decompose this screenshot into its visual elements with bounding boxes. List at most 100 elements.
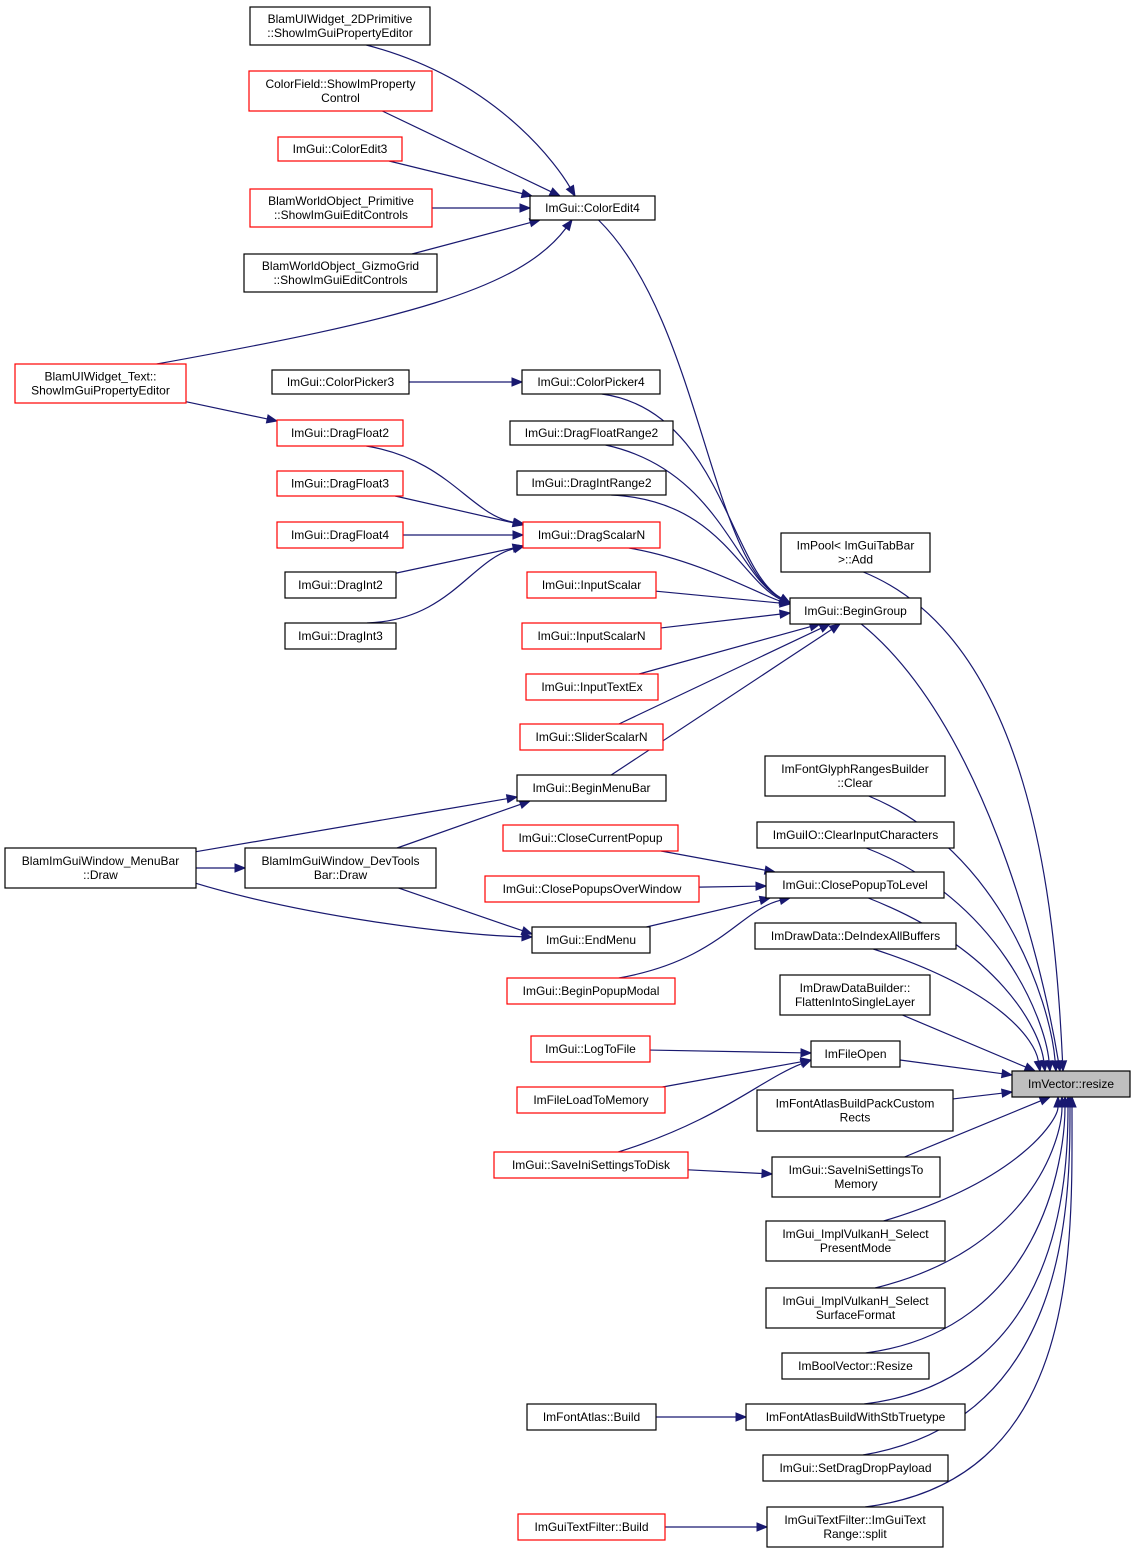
node-label: ImGui::SliderScalarN [535,730,647,744]
function-node[interactable]: ImGui::CloseCurrentPopup [502,824,679,852]
function-node[interactable]: ImGui::LogToFile [530,1035,651,1063]
function-node[interactable]: ImGuiIO::ClearInputCharacters [756,821,955,849]
function-node[interactable]: BlamWorldObject_GizmoGrid::ShowImGuiEdit… [243,253,438,293]
function-node[interactable]: ImGui::ColorPicker4 [521,369,661,395]
function-node[interactable]: ImGui::DragInt2 [284,571,397,599]
function-node[interactable]: ImGui::SetDragDropPayload [762,1454,949,1482]
node-label: ImBoolVector::Resize [798,1359,913,1373]
function-node[interactable]: BlamImGuiWindow_MenuBar::Draw [4,847,197,889]
node-box [276,470,404,497]
node-box [14,363,187,404]
edge-line [655,590,781,604]
function-node[interactable]: ImFontGlyphRangesBuilder::Clear [764,755,946,797]
node-label: ImGui::DragFloat4 [291,528,389,542]
edge-n26-to-n32 [195,882,534,942]
node-box [521,369,661,395]
edge-line [660,850,766,871]
function-node[interactable]: ImGui::SliderScalarN [519,723,664,751]
function-node[interactable]: ImDrawDataBuilder::FlattenIntoSingleLaye… [779,974,931,1016]
node-box [765,1220,946,1262]
function-node[interactable]: ImGui::BeginGroup [789,597,922,625]
function-node[interactable]: ImFontAtlasBuildWithStbTruetype [745,1403,966,1431]
function-node[interactable]: ImGui::ColorEdit4 [529,195,656,221]
function-node[interactable]: ImGui::SaveIniSettingsToDisk [493,1151,689,1179]
node-box [284,571,397,599]
edge-line [382,110,552,193]
root-function-node[interactable]: ImVector::resize [1011,1070,1131,1098]
node-box [506,977,676,1005]
node-box [779,974,931,1016]
function-node[interactable]: ImGui::DragFloatRange2 [509,420,674,446]
function-node[interactable]: ImGuiTextFilter::Build [517,1513,666,1541]
edge-line [874,1106,1063,1289]
edge-line [687,1169,763,1175]
function-node[interactable]: ImGui::DragFloat4 [276,521,404,549]
node-box [249,188,433,228]
node-label: ImGui::InputTextEx [541,680,642,694]
arrowhead-icon [779,598,792,608]
edge-n24-to-n23 [610,623,842,776]
function-node[interactable]: ImGui::ClosePopupToLevel [765,871,945,899]
node-label: Bar::Draw [314,868,368,882]
node-label: ImGui::ColorPicker4 [537,375,645,389]
function-node[interactable]: ImGui::ColorEdit3 [277,136,403,162]
function-node[interactable]: ImGui::ColorPicker3 [271,369,410,395]
edge-n19-to-n23 [660,609,792,629]
function-node[interactable]: BlamUIWidget_Text::ShowImGuiPropertyEdit… [14,363,187,404]
function-node[interactable]: ImGui::DragIntRange2 [516,470,667,496]
node-label: ImGui::EndMenu [546,933,636,947]
edge-line [883,1106,1059,1222]
arrowhead-icon [761,1168,774,1179]
arrowhead-icon [1038,1096,1052,1106]
function-node[interactable]: ImGui::DragInt3 [284,622,397,650]
function-node[interactable]: ImFileOpen [810,1040,901,1068]
node-box [526,571,657,599]
function-node[interactable]: ImGui::BeginMenuBar [516,774,667,802]
function-node[interactable]: ImGui::InputScalar [526,571,657,599]
function-node[interactable]: ImGui::DragScalarN [522,521,661,549]
arrowhead-icon [1050,1060,1060,1073]
function-node[interactable]: ImBoolVector::Resize [781,1352,930,1380]
node-box [766,1506,944,1548]
function-node[interactable]: BlamUIWidget_2DPrimitive::ShowImGuiPrope… [249,6,431,46]
edge-line [366,547,515,624]
arrowhead-icon [505,794,519,804]
function-node[interactable]: ImGui::DragFloat3 [276,470,404,497]
function-node[interactable]: ImGui::InputTextEx [525,673,659,701]
arrowhead-icon [512,530,525,540]
function-node[interactable]: ImPool< ImGuiTabBar>::Add [780,532,931,573]
node-label: ImGui::ColorEdit4 [545,201,640,215]
node-box [756,1089,954,1132]
arrowhead-icon [755,881,768,891]
node-box [516,774,667,802]
edge-n26-to-n27 [196,863,247,873]
function-node[interactable]: ImGui::BeginPopupModal [506,977,676,1005]
edge-line [394,495,514,524]
function-node[interactable]: ImFontAtlas::Build [526,1403,657,1431]
arrowhead-icon [1033,1059,1044,1073]
node-label: ImGui::BeginMenuBar [532,781,650,795]
node-label: BlamUIWidget_Text:: [44,370,156,384]
edge-n50-to-n38 [865,1095,1077,1508]
function-node[interactable]: ImGui::ClosePopupsOverWindow [484,875,700,903]
node-label: Memory [834,1177,877,1191]
function-node[interactable]: BlamWorldObject_Primitive::ShowImGuiEdit… [249,188,433,228]
node-label: ImGui::DragInt2 [298,578,383,592]
function-node[interactable]: ImGui::DragFloat2 [276,419,404,447]
node-box [271,369,410,395]
function-node[interactable]: ImFileLoadToMemory [516,1086,666,1114]
node-box [522,521,661,549]
arrowhead-icon [1000,1068,1014,1079]
function-node[interactable]: ImGui::InputScalarN [521,622,662,650]
edge-n42-to-n38 [904,1096,1052,1158]
function-node[interactable]: ImDrawData::DeIndexAllBuffers [754,922,957,950]
edge-n3-to-n6 [388,160,534,199]
function-node[interactable]: ImGui::EndMenu [531,926,651,954]
